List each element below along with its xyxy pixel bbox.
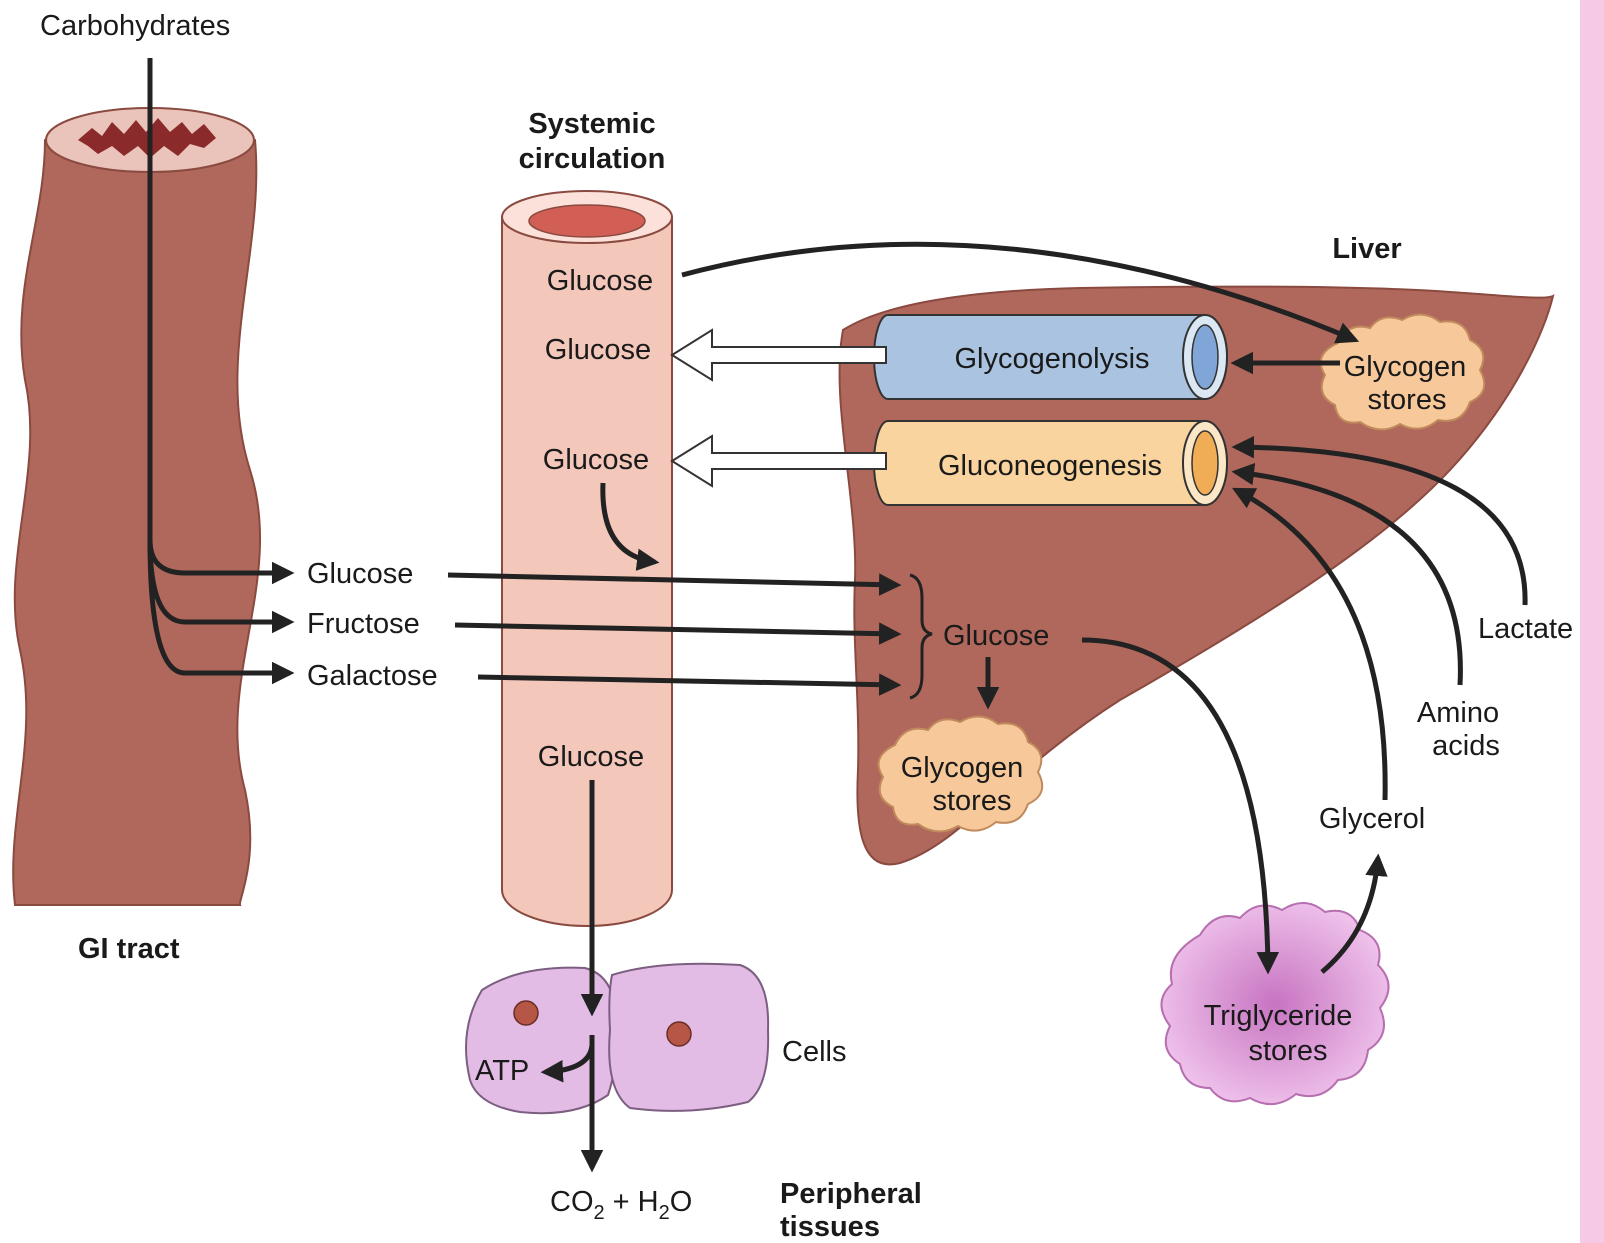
label-liver: Liver: [1332, 233, 1401, 265]
label-vessel-glucose-4: Glucose: [538, 741, 644, 773]
label-vessel-glucose-3: Glucose: [543, 444, 649, 476]
peripheral-cells: [466, 964, 768, 1113]
label-glycogen-stores-upper-2: stores: [1368, 384, 1447, 416]
label-systemic-circulation-line2: circulation: [519, 143, 666, 175]
label-vessel-glucose-1: Glucose: [547, 265, 653, 297]
label-gi-tract: GI tract: [78, 933, 180, 965]
cell-nucleus-left: [514, 1001, 538, 1025]
label-glycogenolysis: Glycogenolysis: [954, 343, 1149, 375]
label-triglyceride-stores-1: Triglyceride: [1204, 1000, 1353, 1032]
label-glycerol: Glycerol: [1319, 803, 1425, 835]
label-co2-h2o: CO2 + H2O: [550, 1186, 692, 1224]
vessel-lumen: [529, 205, 645, 237]
label-glycogen-stores-upper-1: Glycogen: [1344, 351, 1467, 383]
cell-nucleus-right: [667, 1022, 691, 1046]
gi-tract: [13, 108, 260, 905]
label-glycogen-stores-lower-2: stores: [933, 785, 1012, 817]
label-gluconeogenesis: Gluconeogenesis: [938, 450, 1162, 482]
label-peripheral-tissues-1: Peripheral: [780, 1178, 922, 1210]
page-edge-strip: [1580, 0, 1604, 1243]
label-gi-galactose: Galactose: [307, 660, 438, 692]
label-peripheral-tissues-2: tissues: [780, 1211, 880, 1243]
label-liver-glucose: Glucose: [943, 620, 1049, 652]
label-lactate: Lactate: [1478, 613, 1573, 645]
label-glycogen-stores-lower-1: Glycogen: [901, 752, 1024, 784]
label-gi-glucose: Glucose: [307, 558, 413, 590]
label-cells: Cells: [782, 1036, 846, 1068]
label-systemic-circulation-line1: Systemic: [528, 108, 655, 140]
label-gi-fructose: Fructose: [307, 608, 420, 640]
label-vessel-glucose-2: Glucose: [545, 334, 651, 366]
label-amino-acids-2: acids: [1432, 730, 1500, 762]
label-triglyceride-stores-2: stores: [1249, 1035, 1328, 1067]
label-atp: ATP: [475, 1055, 529, 1087]
label-carbohydrates: Carbohydrates: [40, 10, 230, 42]
label-amino-acids-1: Amino: [1417, 697, 1499, 729]
